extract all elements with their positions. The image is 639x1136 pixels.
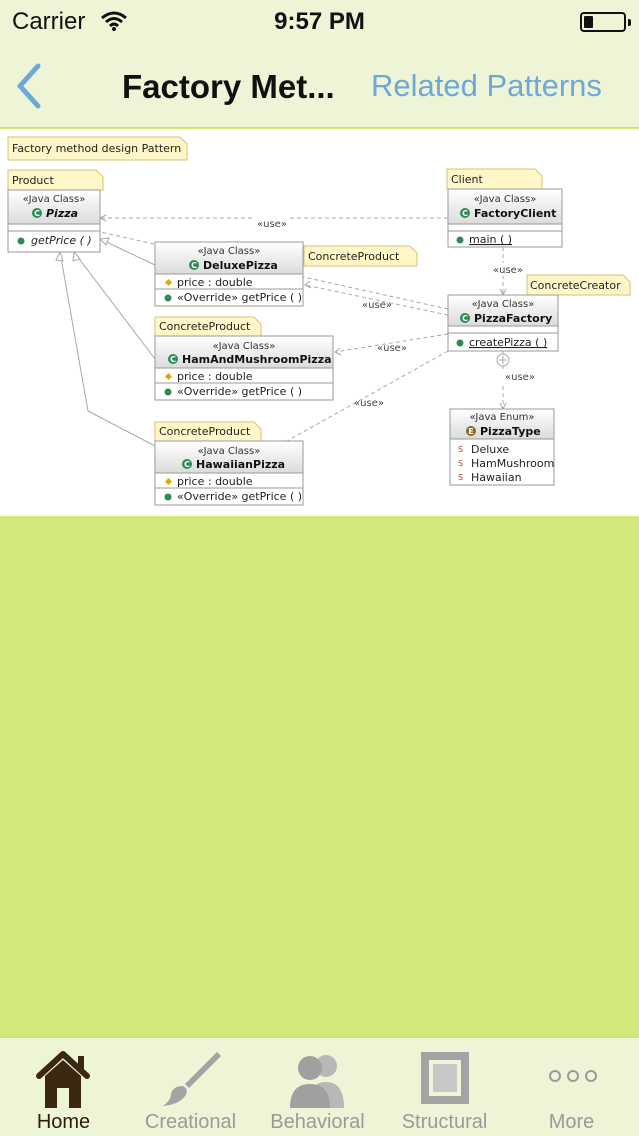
use-label: «use» [257,219,287,230]
frame-icon [421,1052,469,1104]
concrete-creator-note: ConcreteCreator [530,279,621,292]
home-icon [36,1051,90,1108]
stereotype: «Java Enum» [469,412,534,423]
pizza-class-box: «Java Class» C Pizza getPrice ( ) [7,189,101,253]
svg-text:C: C [191,261,197,270]
back-chevron-icon[interactable] [10,62,54,110]
pizza-type-enum-box: «Java Enum» E PizzaType S Deluxe S HamMu… [449,408,555,486]
svg-text:C: C [462,209,468,218]
tab-more[interactable]: More [508,1038,635,1136]
pizza-class-name: Pizza [46,207,78,220]
title-note: Factory method design Pattern [12,142,181,155]
hawaiian-pizza-class-box: «Java Class» C HawaiianPizza price : dou… [154,440,304,506]
navigation-bar: Factory Met... Related Patterns [0,42,639,128]
concrete-product-note: ConcreteProduct [159,320,251,333]
field: price : double [177,276,253,289]
product-note: Product [12,174,54,187]
use-label: «use» [362,300,392,311]
stereotype: «Java Class» [198,246,261,257]
use-label: «use» [505,372,535,383]
use-label: «use» [493,265,523,276]
related-patterns-button[interactable]: Related Patterns [371,68,602,103]
svg-text:S: S [458,473,463,482]
method: createPizza ( ) [469,336,547,349]
pizza-factory-class-name: PizzaFactory [474,312,552,325]
tab-label: Creational [144,1111,237,1133]
enum-value: HamMushroom [471,457,554,470]
deluxe-pizza-class-name: DeluxePizza [203,259,278,272]
wifi-icon [101,11,127,31]
stereotype: «Java Class» [198,446,261,457]
tab-label: More [548,1111,595,1133]
method: main ( ) [469,233,512,246]
stereotype: «Java Class» [23,194,86,205]
svg-text:S: S [458,459,463,468]
clock: 9:57 PM [274,8,365,35]
page-title: Factory Met... [122,68,335,105]
field: price : double [177,475,253,488]
use-label: «use» [354,398,384,409]
brush-icon [163,1052,221,1106]
stereotype: «Java Class» [474,194,537,205]
client-note: Client [451,173,484,186]
people-icon [290,1055,344,1108]
concrete-product-note: ConcreteProduct [159,425,251,438]
factory-client-class-name: FactoryClient [474,207,556,220]
uml-diagram-image: «use» «use» «use» «use» «use» «use» Fact… [0,129,639,516]
field: price : double [177,370,253,383]
svg-text:C: C [34,209,40,218]
tab-label: Home [36,1111,91,1133]
method: getPrice ( ) [31,234,92,247]
method: «Override» getPrice ( ) [177,385,302,398]
enum-value: Hawaiian [471,471,522,484]
status-bar: Carrier 9:57 PM [0,0,639,42]
svg-text:S: S [458,445,463,454]
deluxe-pizza-class-box: «Java Class» C DeluxePizza price : doubl… [154,241,304,307]
enum-value: Deluxe [471,443,509,456]
svg-text:C: C [184,460,190,469]
use-label: «use» [377,343,407,354]
stereotype: «Java Class» [213,341,276,352]
tab-behavioral[interactable]: Behavioral [254,1038,381,1136]
battery-icon [580,12,631,32]
stereotype: «Java Class» [472,299,535,310]
tab-structural[interactable]: Structural [381,1038,508,1136]
tab-label: Behavioral [270,1111,365,1133]
pizza-factory-class-box: «Java Class» C PizzaFactory createPizza … [447,294,559,352]
tab-creational[interactable]: Creational [127,1038,254,1136]
hawaiian-pizza-class-name: HawaiianPizza [196,458,285,471]
ham-mushroom-pizza-class-box: «Java Class» C HamAndMushroomPizza price… [154,335,334,401]
concrete-product-note: ConcreteProduct [308,250,400,263]
factory-client-class-box: «Java Class» C FactoryClient main ( ) [447,188,563,248]
tab-label: Structural [401,1111,488,1133]
method: «Override» getPrice ( ) [177,291,302,304]
method: «Override» getPrice ( ) [177,490,302,503]
svg-text:C: C [462,314,468,323]
svg-text:C: C [170,355,176,364]
more-icon [549,1070,597,1082]
svg-text:E: E [468,427,473,436]
ham-mushroom-pizza-class-name: HamAndMushroomPizza [182,353,332,366]
pizza-type-enum-name: PizzaType [480,425,541,438]
tab-bar: Home Creational Behavioral Structural [0,1037,639,1136]
carrier-label: Carrier [12,8,86,35]
tab-home[interactable]: Home [0,1038,127,1136]
